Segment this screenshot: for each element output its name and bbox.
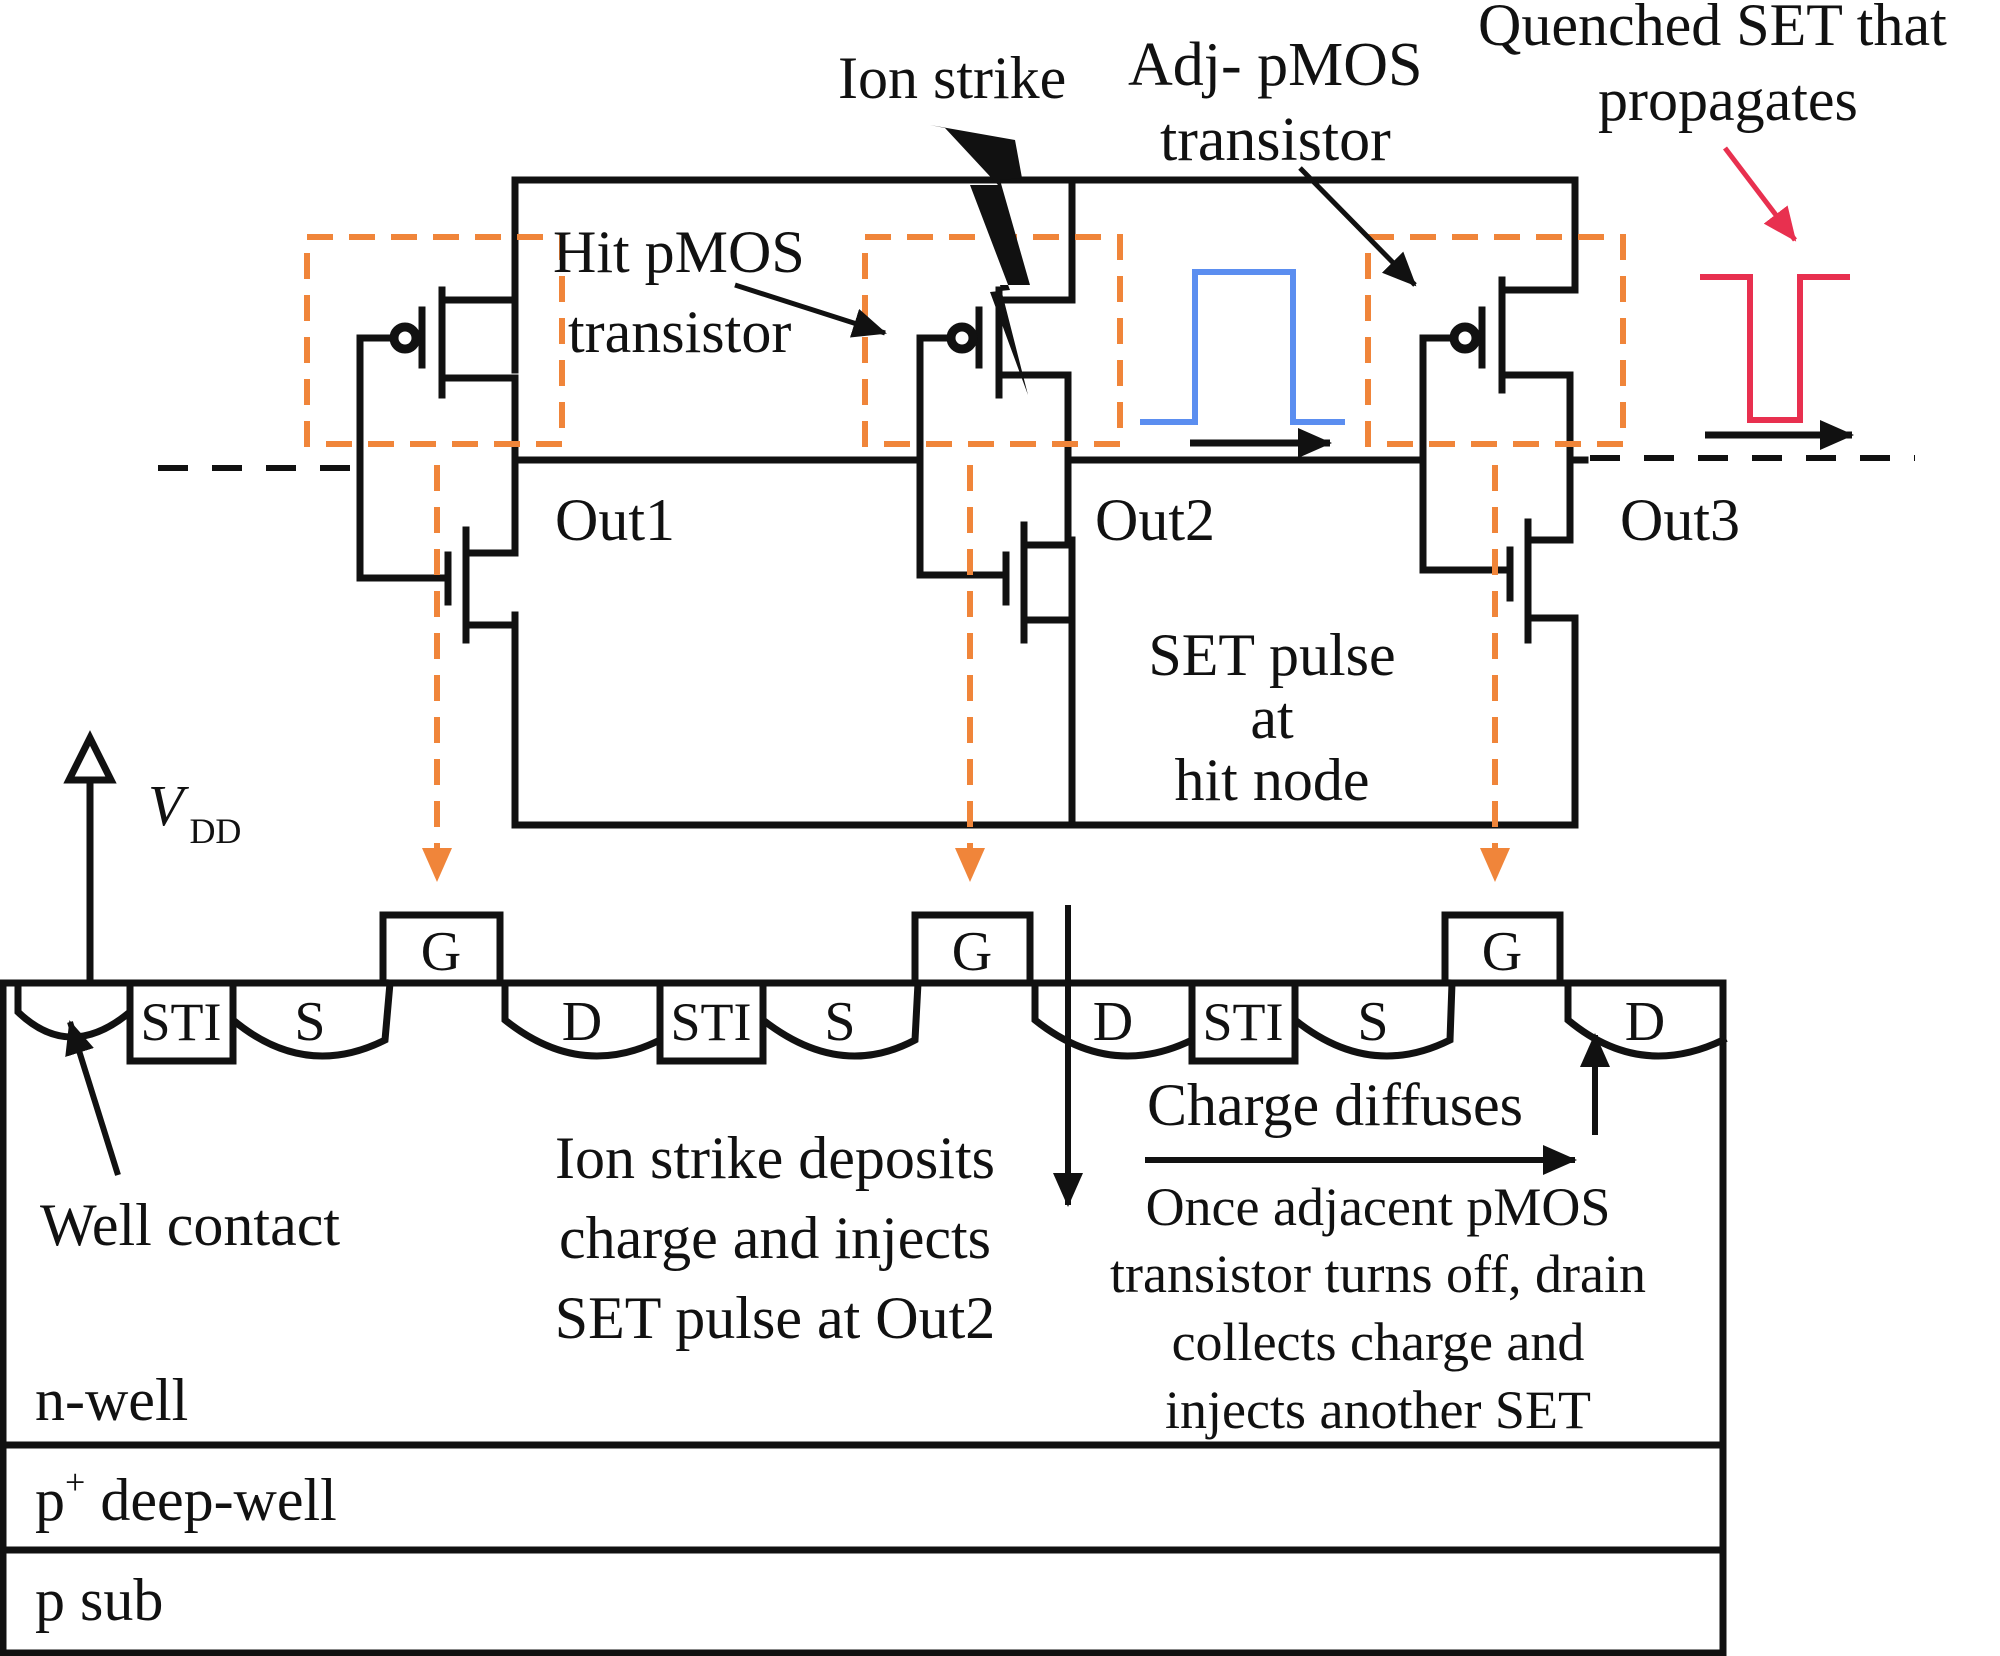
out2-label: Out2 — [1095, 487, 1215, 553]
nmos-2-drain — [1026, 456, 1072, 549]
set-pulse-label-line2: at — [1250, 685, 1294, 751]
pmos-1-bubble — [389, 322, 421, 354]
pmos-3-bubble — [1449, 322, 1481, 354]
adj-pmos-pointer-arrow — [1298, 166, 1417, 287]
pmos-1-highlight-box — [304, 234, 565, 447]
source-3-label: S — [1357, 991, 1388, 1053]
p-sub-label: p sub — [35, 1567, 163, 1633]
source-2-label: S — [824, 991, 855, 1053]
sti-3-label: STI — [1203, 992, 1284, 1052]
well-contact-pointer-arrow — [65, 1020, 121, 1176]
gate-3-label: G — [1482, 921, 1522, 983]
once-adjacent-line1: Once adjacent pMOS — [1146, 1177, 1611, 1237]
set-pulse-label-line1: SET pulse — [1148, 622, 1395, 688]
gate-3-wire — [1419, 334, 1508, 574]
pmos-3-drain — [1504, 371, 1574, 464]
ion-deposit-line1: Ion strike deposits — [555, 1125, 995, 1191]
vdd-rail-right — [1068, 176, 1579, 294]
out1-label: Out1 — [555, 487, 675, 553]
once-adjacent-line2: transistor turns off, drain — [1110, 1244, 1646, 1304]
inverter-stage-2 — [916, 286, 1076, 644]
set-pulse-waveform — [1140, 269, 1345, 425]
sti-2-label: STI — [671, 992, 752, 1052]
hit-pmos-pointer-arrow — [734, 282, 887, 338]
substrate-outline — [0, 979, 1727, 1656]
p-deep-well-label: p+ deep-well — [35, 1462, 337, 1533]
pmos-3-highlight-box — [1365, 234, 1626, 447]
charge-diffuses-label: Charge diffuses — [1147, 1072, 1523, 1138]
gnd-rail — [511, 611, 1579, 829]
once-adjacent-line4: injects another SET — [1165, 1380, 1591, 1440]
gate-2-poly — [911, 911, 1034, 987]
gate-2-wire — [916, 334, 1004, 579]
lightning-bolt-icon — [930, 125, 1030, 395]
gate-2-label: G — [952, 921, 992, 983]
hit-pmos-label-line2: transistor — [568, 299, 791, 365]
source-2-diffusion — [759, 979, 922, 1060]
quenched-pointer-arrow — [1723, 146, 1797, 242]
inverter-chain-circuit — [158, 176, 1915, 829]
cross-section: G G G STI STI STI S D S D S D Well conta… — [0, 905, 1728, 1656]
source-3-diffusion — [1291, 979, 1456, 1060]
source-1-label: S — [294, 991, 325, 1053]
gate-1-label: G — [421, 921, 461, 983]
gate-1-wire — [356, 334, 446, 582]
set-pulse-label-line3: hit node — [1175, 747, 1370, 813]
vdd-rail-left — [511, 176, 1076, 374]
drain-1-label: D — [562, 991, 602, 1053]
source-1-diffusion — [229, 979, 394, 1060]
ion-deposit-line2: charge and injects — [559, 1205, 991, 1271]
pmos-1-drain — [444, 374, 519, 464]
ion-strike-label: Ion strike — [838, 45, 1066, 111]
drain-3-label: D — [1625, 991, 1665, 1053]
inverter-stage-3 — [1419, 276, 1579, 644]
pmos-2-highlight-box — [862, 234, 1123, 447]
drain-2-label: D — [1093, 991, 1133, 1053]
once-adjacent-line3: collects charge and — [1172, 1312, 1585, 1372]
vdd-arrow-head-icon — [63, 730, 117, 784]
well-contact-label: Well contact — [40, 1192, 340, 1258]
pmos-2-drain — [1001, 371, 1072, 464]
drain-1-diffusion — [501, 979, 664, 1060]
quenched-set-label-line2: propagates — [1598, 67, 1858, 133]
pmos-2-bubble — [946, 322, 978, 354]
sti-1-label: STI — [141, 992, 222, 1052]
adj-pmos-label-line1: Adj- pMOS — [1128, 31, 1423, 99]
n-well-label: n-well — [35, 1367, 188, 1433]
gate-1-poly — [379, 911, 504, 987]
drain-2-diffusion — [1031, 979, 1196, 1060]
gate-3-poly — [1441, 911, 1564, 987]
ion-deposit-line3: SET pulse at Out2 — [555, 1285, 996, 1351]
quenched-set-waveform — [1700, 274, 1850, 423]
out3-label: Out3 — [1620, 487, 1740, 553]
drain-3-diffusion — [1564, 979, 1728, 1060]
inverter-stage-1 — [158, 286, 519, 644]
adj-pmos-label-line2: transistor — [1160, 106, 1391, 174]
quenched-set-label-line1: Quenched SET that — [1478, 0, 1947, 58]
nmos-3-drain — [1530, 456, 1574, 544]
hit-pmos-label-line1: Hit pMOS — [553, 219, 805, 285]
nmos-1-drain — [468, 456, 519, 557]
